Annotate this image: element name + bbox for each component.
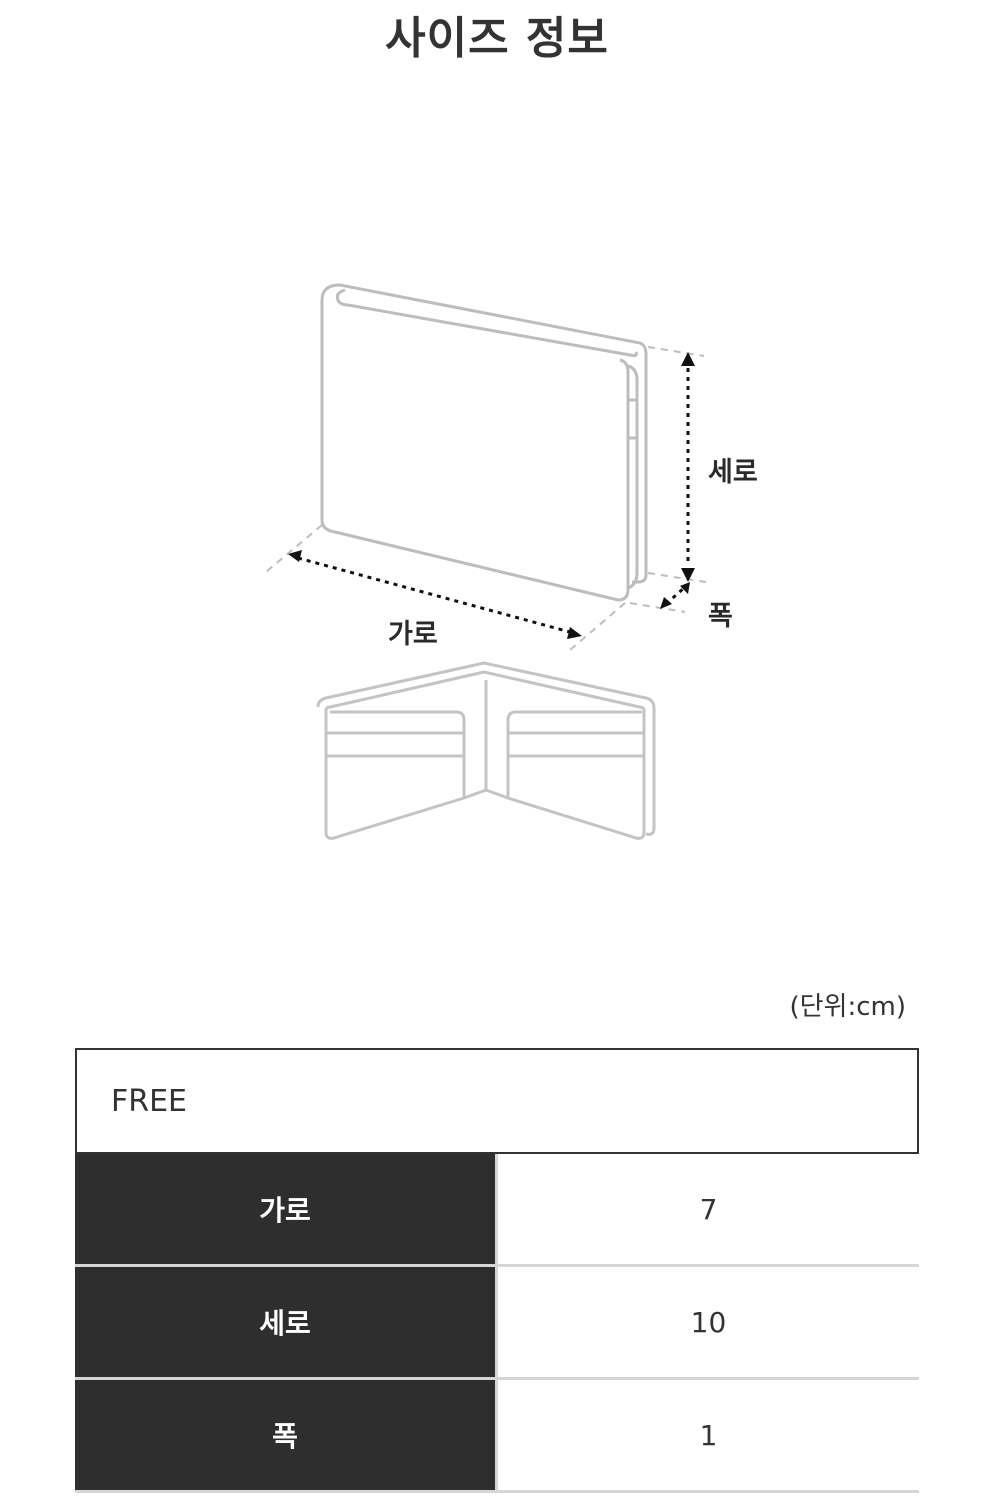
closed-wallet-icon <box>320 283 648 602</box>
row-value-width: 7 <box>498 1154 919 1264</box>
table-row: 폭 1 <box>75 1380 919 1493</box>
divider <box>495 1267 498 1377</box>
divider <box>495 1380 498 1490</box>
row-label-width: 가로 <box>75 1154 495 1264</box>
row-value-depth: 1 <box>498 1380 919 1490</box>
width-label: 가로 <box>388 619 438 650</box>
depth-label: 폭 <box>708 601 733 632</box>
table-row: 가로 7 <box>75 1154 919 1267</box>
divider <box>495 1154 498 1264</box>
size-option-label: FREE <box>111 1083 188 1119</box>
page-title: 사이즈 정보 <box>385 13 609 64</box>
size-option-row: FREE <box>75 1048 919 1154</box>
size-diagram: 가로 세로 폭 <box>0 260 994 860</box>
row-label-height: 세로 <box>75 1267 495 1377</box>
row-label-depth: 폭 <box>75 1380 495 1490</box>
size-table: FREE 가로 7 세로 10 폭 1 <box>75 1048 919 1493</box>
unit-note: (단위:cm) <box>789 992 906 1022</box>
row-value-height: 10 <box>498 1267 919 1377</box>
height-label: 세로 <box>708 457 758 488</box>
open-wallet-icon <box>316 661 656 840</box>
table-row: 세로 10 <box>75 1267 919 1380</box>
